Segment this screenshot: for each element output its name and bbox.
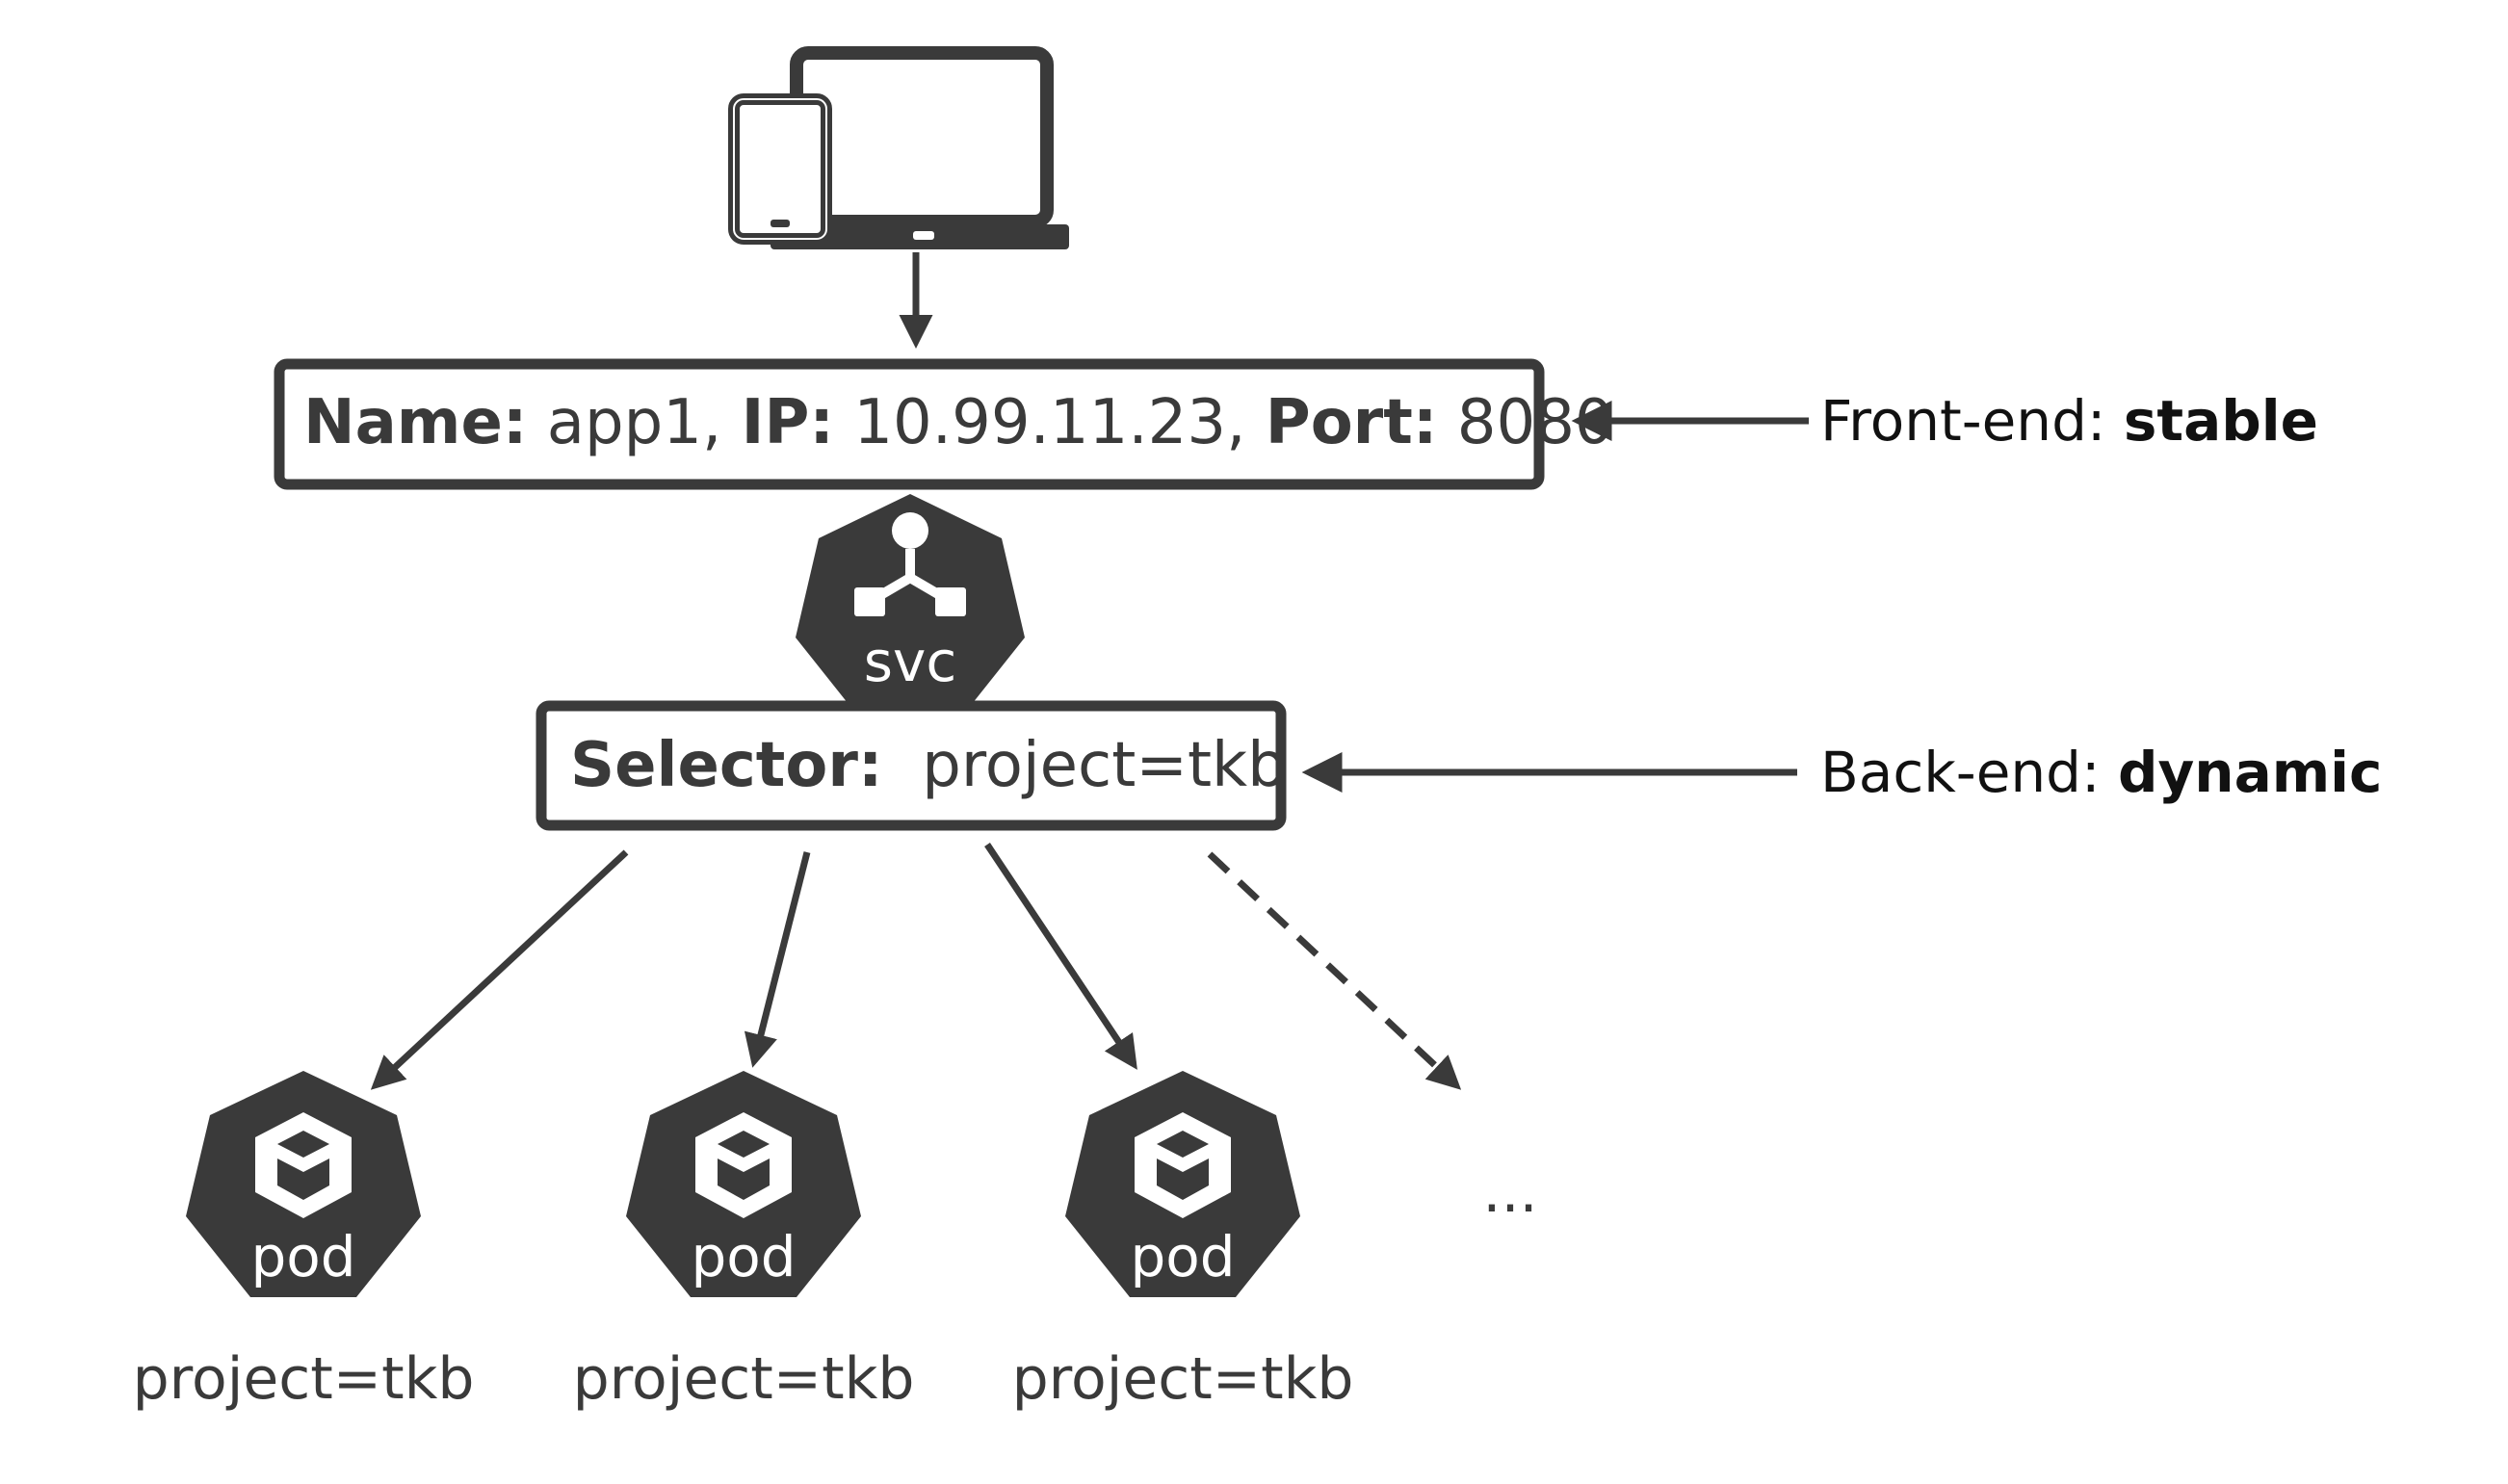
port-label: Port: [1266,387,1438,458]
frontend-annotation: Front-end: stable [1820,388,2318,454]
svc-icon [854,512,966,616]
service-frontend-text: Name: app1, IP: 10.99.11.23, Port: 8080 [303,387,1614,458]
backend-value: dynamic [2118,740,2382,805]
pod-node: pod [1065,1071,1300,1297]
pod-label: project=tkb [573,1345,915,1413]
backend-label: Back-end: [1820,740,2118,805]
cube-icon [695,1112,792,1218]
selector-value: project=tkb [883,730,1287,801]
selector-box [536,700,1287,831]
selector-to-pod2-arrow [744,851,811,1068]
service-frontend-box [274,358,1545,490]
svc-label: svc [864,629,956,694]
selector-to-more-arrow [1207,851,1462,1090]
pod-node: pod [186,1071,421,1297]
ip-label: IP: [742,387,834,458]
frontend-label: Front-end: [1820,388,2124,454]
pod-node: pod [626,1071,861,1297]
name-label: Name: [303,387,527,458]
cube-icon [255,1112,352,1218]
pod-icon-label: pod [1130,1224,1235,1289]
more-pods-ellipsis: ... [1482,1159,1537,1226]
ip-value: 10.99.11.23, [834,387,1266,458]
client-devices-icon [728,46,1069,249]
svc-node: svc [796,494,1025,717]
pod-label: project=tkb [1012,1345,1354,1413]
name-value: app1, [527,387,741,458]
backend-annotation: Back-end: dynamic [1820,740,2382,805]
cube-icon [1135,1112,1231,1218]
selector-label: Selector: [570,730,883,801]
selector-to-pod1-arrow [370,849,629,1090]
pod-icon-label: pod [691,1224,796,1289]
pod-label: project=tkb [133,1345,475,1413]
frontend-value: stable [2124,388,2318,454]
selector-to-pod3-arrow [984,843,1137,1070]
selector-text: Selector: project=tkb [570,730,1287,801]
pod-icon-label: pod [250,1224,355,1289]
